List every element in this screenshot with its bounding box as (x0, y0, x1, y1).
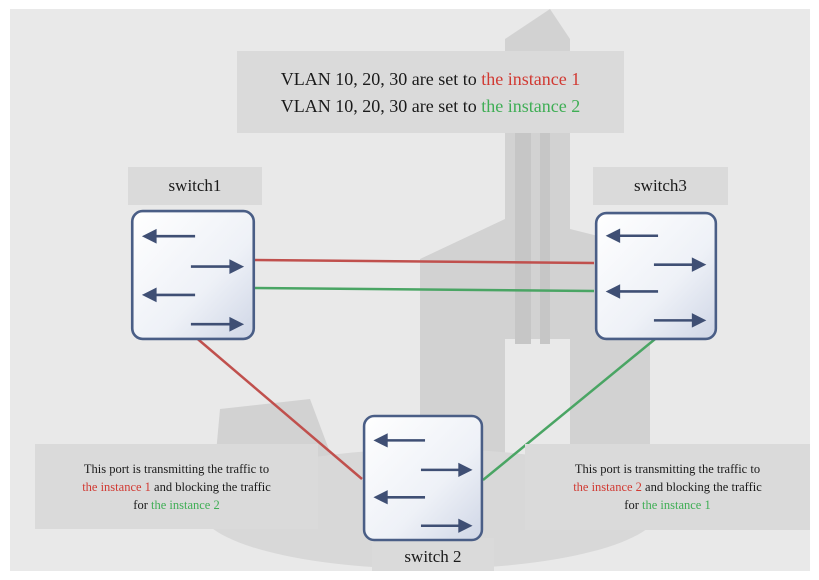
right-note-line-1: This port is transmitting the traffic to (574, 462, 761, 476)
vlan-info-box: VLAN 10, 20, 30 are set to the instance … (237, 51, 624, 133)
left-note-instance-2: the instance 2 (150, 498, 220, 512)
vlan-line-2: VLAN 10, 20, 30 are set to the instance … (237, 93, 624, 120)
switch2-icon (362, 414, 484, 542)
instance-2-label: the instance 2 (481, 96, 581, 116)
left-note-for: for (133, 498, 151, 512)
link-switch1-switch3-instance-1 (247, 258, 595, 265)
left-note-middle: and blocking the traffic (150, 480, 271, 494)
diagram-canvas: VLAN 10, 20, 30 are set to the instance … (10, 9, 810, 571)
right-note-instance-1: the instance 1 (641, 498, 711, 512)
right-note-line-2: the instance 2 and blocking the traffic (525, 478, 810, 496)
vlan-line-1: VLAN 10, 20, 30 are set to the instance … (237, 66, 624, 93)
left-note-instance-1: the instance 1 (82, 480, 151, 494)
link-switch1-switch3-instance-2 (247, 286, 595, 293)
left-note-line-1: This port is transmitting the traffic to (83, 462, 270, 476)
link-switch3-switch2-instance-2 (482, 334, 661, 481)
links-layer (192, 258, 661, 481)
switch1-label: switch1 (128, 167, 262, 205)
right-note-line-3: for the instance 1 (525, 496, 810, 514)
vlan-line-1-text: VLAN 10, 20, 30 are set to (280, 69, 482, 89)
vlan-line-2-text: VLAN 10, 20, 30 are set to (280, 96, 482, 116)
right-note-instance-2: the instance 2 (573, 480, 642, 494)
left-note-line-2: the instance 1 and blocking the traffic (35, 478, 318, 496)
switch3-label: switch3 (593, 167, 728, 205)
right-note-middle: and blocking the traffic (641, 480, 762, 494)
switch3-icon (594, 211, 718, 341)
switch2-label: switch 2 (372, 538, 494, 571)
left-port-note: This port is transmitting the traffic to… (35, 444, 318, 529)
switch1-icon (130, 209, 256, 341)
left-note-line-3: for the instance 2 (35, 496, 318, 514)
right-note-for: for (624, 498, 642, 512)
link-switch1-switch2-instance-1 (192, 334, 363, 480)
instance-1-label: the instance 1 (481, 69, 581, 89)
right-port-note: This port is transmitting the traffic to… (525, 444, 810, 530)
